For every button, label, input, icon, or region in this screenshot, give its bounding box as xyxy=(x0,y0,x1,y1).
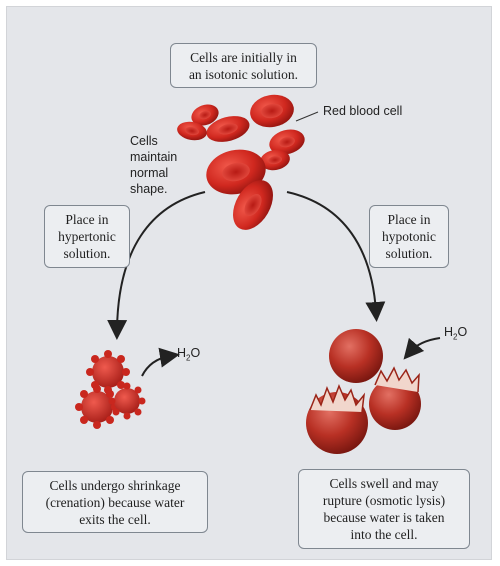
h2o-label-right: H2O xyxy=(444,325,468,342)
hypertonic-arrow xyxy=(107,191,206,340)
crenation-note-box: Cells undergo shrinkage (crenation) beca… xyxy=(22,471,208,533)
normal-shape-label: Cells maintain normal shape. xyxy=(130,134,178,196)
hypotonic-box: Place in hypotonic solution. xyxy=(369,205,449,268)
h2o-label-left: H2O xyxy=(177,346,201,363)
crenated-cells xyxy=(75,350,146,429)
lysis-note-box: Cells swell and may rupture (osmotic lys… xyxy=(298,469,470,549)
hypotonic-arrow xyxy=(286,191,386,322)
water-out-arrow xyxy=(141,347,180,377)
isotonic-note-box: Cells are initially in an isotonic solut… xyxy=(170,43,317,88)
figure-frame xyxy=(6,6,492,560)
water-in-arrow xyxy=(403,337,441,360)
swollen-cells xyxy=(306,329,421,454)
rbc-leader-line xyxy=(295,111,319,122)
rbc-cluster xyxy=(177,94,305,230)
hypertonic-box: Place in hypertonic solution. xyxy=(44,205,130,268)
red-blood-cell-label: Red blood cell xyxy=(323,104,403,118)
